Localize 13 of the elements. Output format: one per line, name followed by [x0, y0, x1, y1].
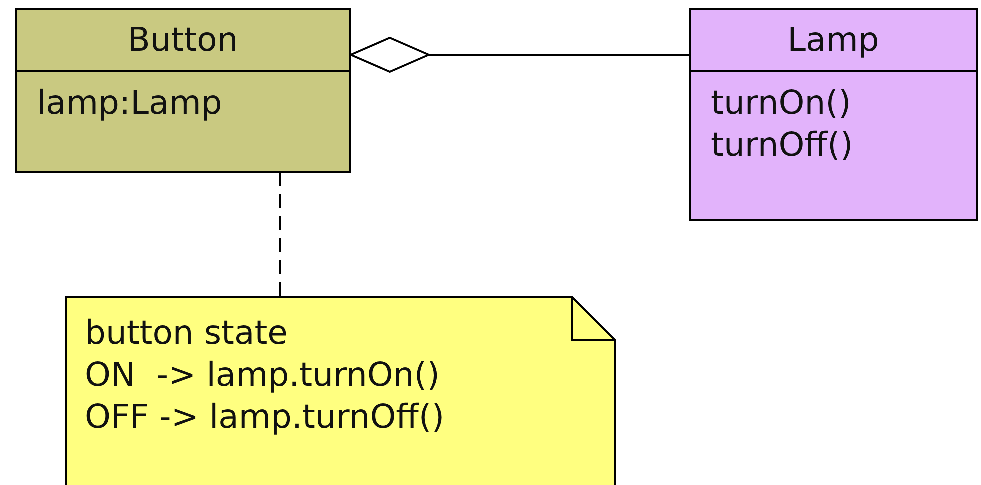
note-box [65, 296, 616, 485]
dashed-connector [279, 173, 281, 296]
note-text: ON -> lamp.turnOn() [85, 354, 440, 396]
note-text: OFF -> lamp.turnOff() [85, 396, 445, 438]
method-text: turnOff() [711, 124, 854, 166]
class-name: Lamp [788, 19, 880, 61]
aggregation-line [350, 37, 689, 73]
class-box [15, 8, 351, 173]
note-text: button state [85, 312, 288, 354]
method-text: turnOn() [711, 82, 852, 124]
class-box [689, 8, 978, 221]
attribute-text: lamp:Lamp [37, 82, 222, 124]
class-name: Button [128, 19, 238, 61]
